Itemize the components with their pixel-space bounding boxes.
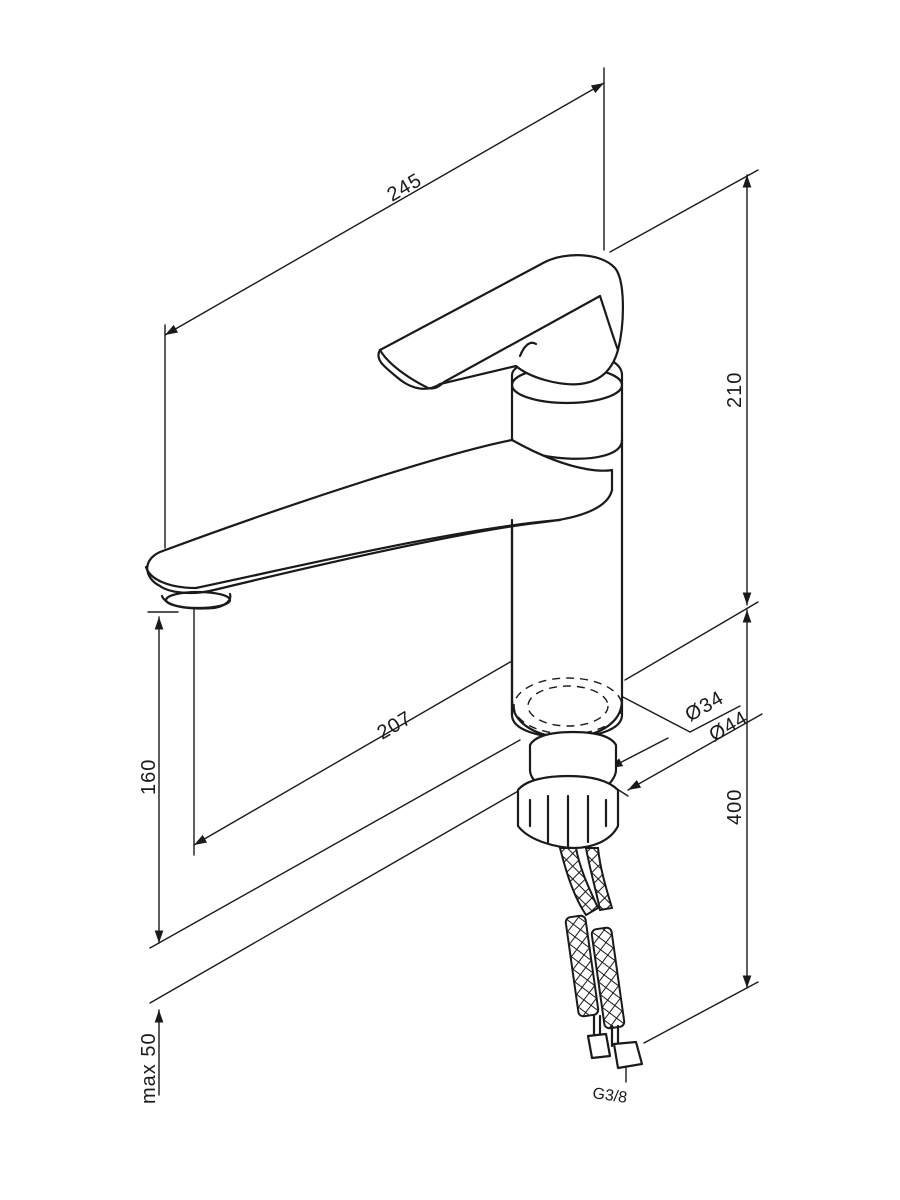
- faucet-spout: [146, 438, 614, 595]
- spout-underside: [144, 518, 562, 590]
- leader-d44-a: [609, 737, 669, 769]
- hose-b-upper: [584, 847, 614, 912]
- leader-d44-b: [627, 713, 763, 791]
- ext-line-deck-top: [149, 739, 521, 949]
- label-207: 207: [374, 707, 417, 744]
- base-outline-d34: [527, 685, 609, 727]
- hose-a-lower: [564, 914, 600, 1018]
- ext-line-deck-bottom: [149, 789, 521, 1004]
- dim-line-245: [164, 82, 605, 336]
- dimension-labels: 245 210 207 160 400 max 50 Ø34 Ø44 G3/8: [138, 169, 752, 1107]
- faucet-column: [510, 350, 624, 739]
- lever-handle: [377, 254, 624, 390]
- label-400: 400: [724, 789, 746, 825]
- faucet-body: [144, 254, 624, 739]
- hose-a-upper: [558, 847, 600, 917]
- label-max50: max 50: [138, 1032, 160, 1104]
- dimension-lines: [147, 67, 763, 1096]
- mounting-nut: [516, 730, 620, 850]
- label-245: 245: [384, 169, 427, 206]
- lever-pivot: [518, 341, 538, 358]
- ext-line-400-bottom: [643, 981, 759, 1044]
- aerator-ring: [164, 590, 232, 610]
- label-160: 160: [138, 759, 160, 795]
- lever-front-edge: [598, 294, 620, 352]
- ext-line-210-top: [609, 169, 759, 253]
- ext-line-210-bottom: [624, 601, 759, 681]
- hose-ferrules: [592, 1014, 620, 1048]
- base-outline-d44: [513, 677, 623, 735]
- hose-b-lower: [590, 926, 626, 1030]
- lever-top-edge: [378, 294, 602, 390]
- nut-ribs: [528, 794, 608, 850]
- dim-line-207: [193, 631, 563, 846]
- label-thread: G3/8: [591, 1085, 628, 1107]
- hose-b-fitting: [612, 1040, 644, 1070]
- supply-hoses: [558, 847, 644, 1070]
- hose-a-fitting: [586, 1032, 612, 1060]
- label-210: 210: [724, 372, 746, 408]
- leader-d34-shelf: [689, 705, 741, 733]
